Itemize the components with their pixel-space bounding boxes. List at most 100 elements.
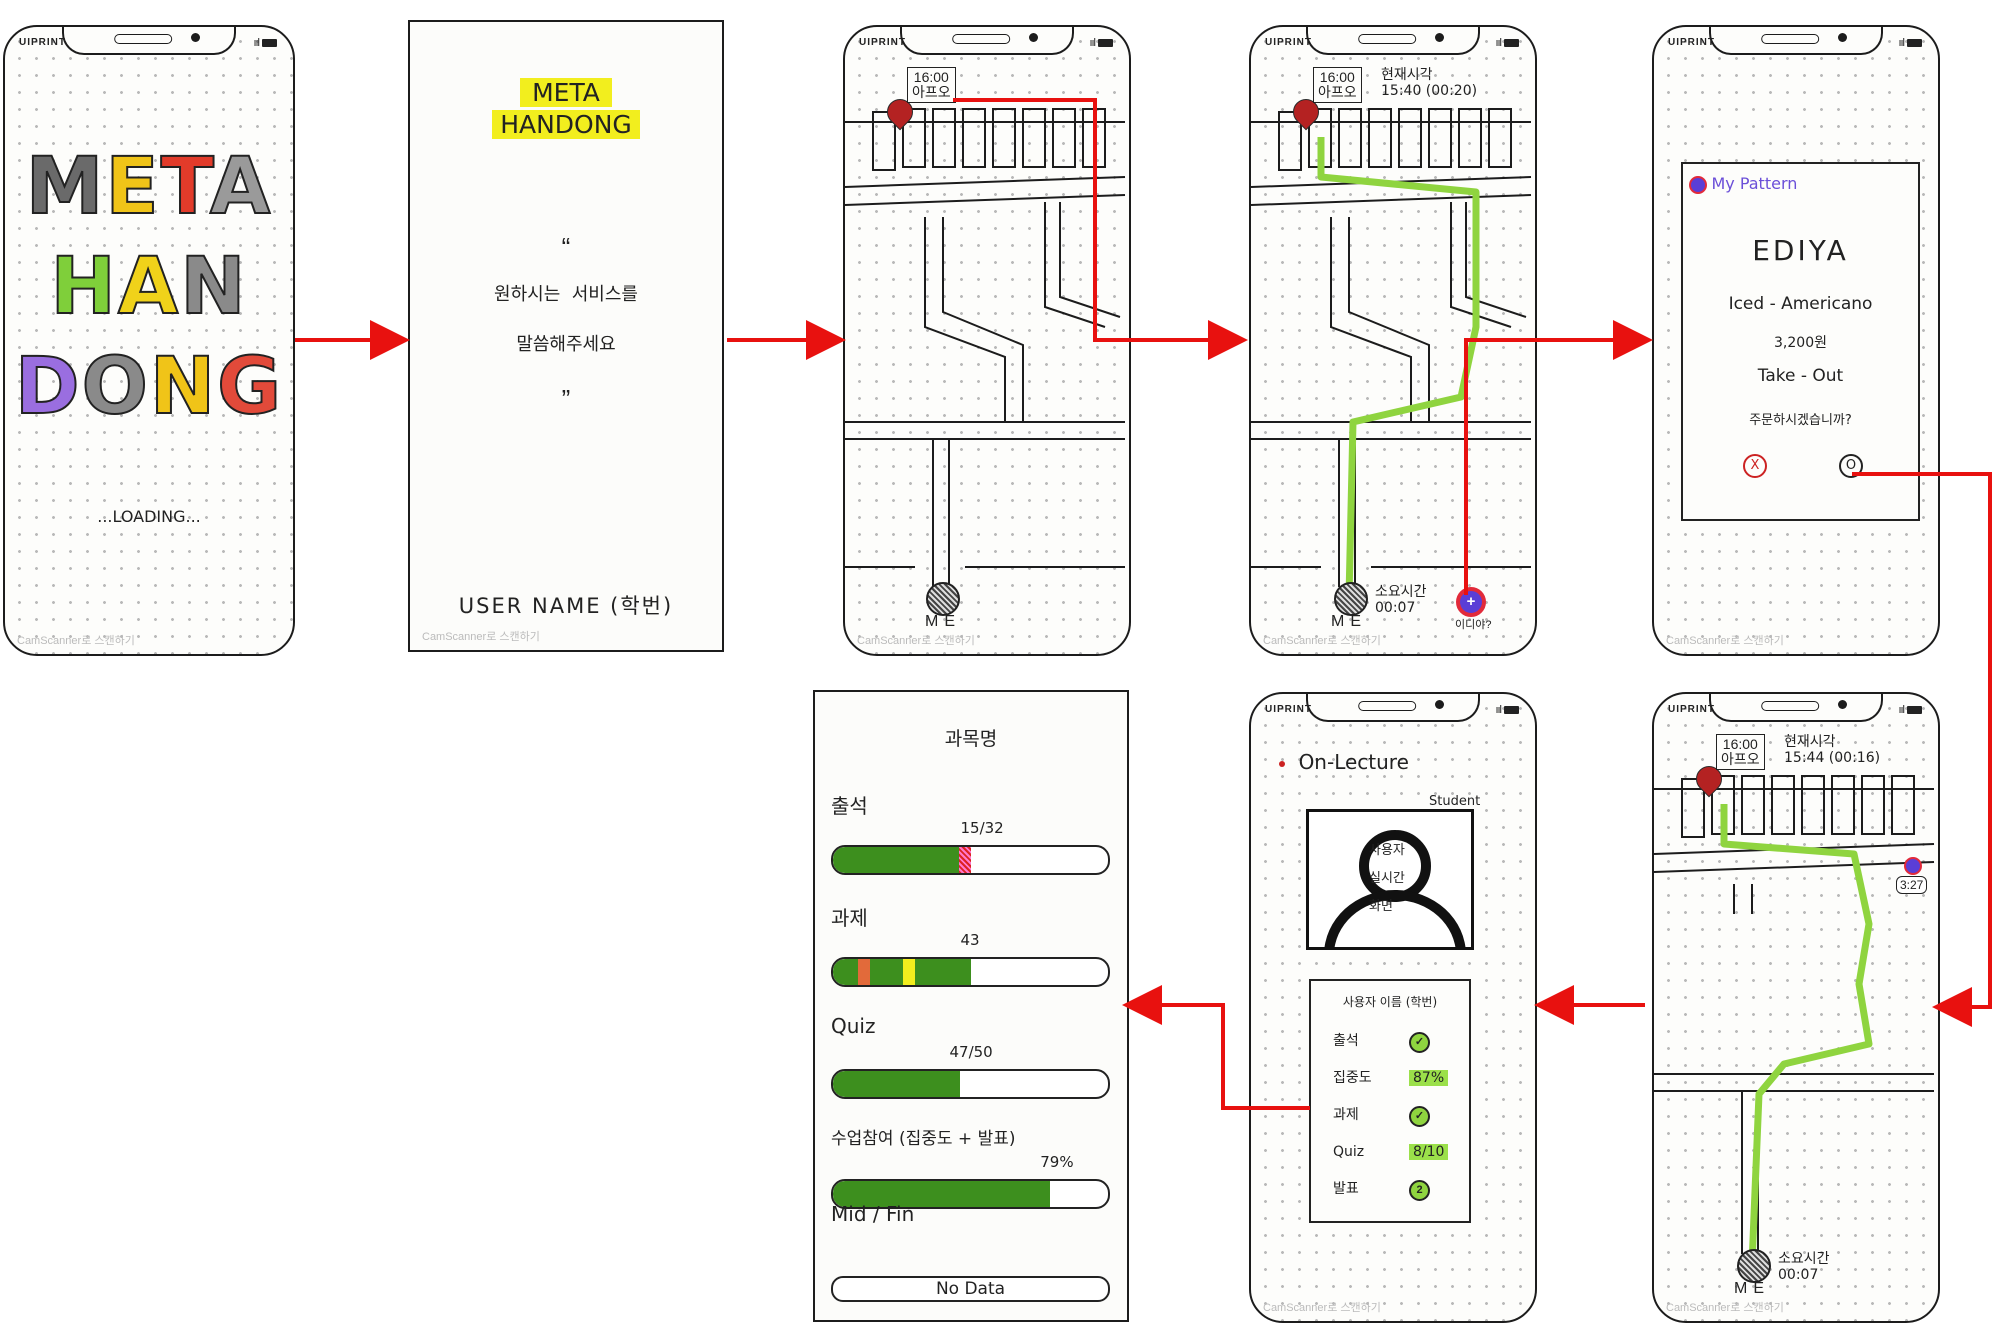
status-row-value: 2 <box>1409 1180 1430 1201</box>
logo-line-meta: META <box>5 137 293 237</box>
status-row-value: 8/10 <box>1409 1144 1449 1160</box>
app-title-line1: META <box>520 78 612 107</box>
logo-letter: H <box>50 241 118 333</box>
brand-label: UIPRINT <box>1668 37 1715 48</box>
my-location-icon <box>926 582 960 616</box>
campus-map <box>1251 108 1532 598</box>
status-row-label: Quiz <box>1333 1144 1365 1160</box>
lecture-title-text: On-Lecture <box>1298 750 1409 774</box>
scanner-watermark: CamScanner로 스캔하기 <box>422 631 540 643</box>
voice-screen: META HANDONG “ 원하시는 서비스를 말씀해주세요 ” USER N… <box>408 20 724 652</box>
battery-icon <box>262 39 277 48</box>
student-label: Student <box>1429 794 1481 809</box>
destination-time: 16:00 <box>1722 736 1758 752</box>
shop-marker-icon[interactable] <box>1904 857 1922 875</box>
user-name-field[interactable]: USER NAME (학번) <box>458 594 674 618</box>
course-title: 과목명 <box>944 728 998 750</box>
logo-letter: M <box>25 141 106 233</box>
eta-title: 소요시간 <box>1375 584 1427 600</box>
destination-name: 아프오 <box>1721 751 1760 767</box>
shop-marker-icon[interactable]: + <box>1456 587 1486 617</box>
status-row-label: 과제 <box>1333 1107 1359 1123</box>
current-time-block: 현재시각 15:40 (00:20) <box>1381 67 1477 99</box>
status-row-value: ✓ <box>1409 1032 1430 1053</box>
phone-notch <box>1306 694 1480 722</box>
pattern-header: My Pattern <box>1689 174 1797 194</box>
grade-label: 과제 <box>831 906 868 930</box>
phone-notch <box>1306 27 1480 55</box>
scanner-watermark: CamScanner로 스캔하기 <box>1263 1302 1381 1314</box>
grade-progress-fill <box>833 1071 960 1097</box>
phone-notch <box>1709 27 1883 55</box>
status-row-label: 출석 <box>1333 1033 1359 1049</box>
student-video-frame[interactable]: 사용자 실시간 화면 <box>1306 809 1474 950</box>
logo-letter: T <box>160 141 210 233</box>
voice-prompt-line2: 말씀해주세요 <box>516 334 616 355</box>
logo-letter: N <box>179 241 248 333</box>
grade-progress-bar <box>831 1179 1110 1209</box>
destination-label[interactable]: 16:00 아프오 <box>1313 67 1362 103</box>
logo-letter: G <box>216 341 284 433</box>
phone-notch <box>62 27 236 55</box>
destination-label[interactable]: 16:00 아프오 <box>1716 734 1765 770</box>
route-path <box>1720 804 1873 1265</box>
scanner-watermark: CamScanner로 스캔하기 <box>1666 1302 1784 1314</box>
destination-label[interactable]: 16:00 아프오 <box>907 67 956 103</box>
campus-map <box>845 108 1126 587</box>
eta-value: 00:07 <box>1375 600 1416 616</box>
brand-label: UIPRINT <box>1668 704 1715 715</box>
eta-value: 00:07 <box>1778 1267 1819 1283</box>
logo-letter: O <box>81 341 150 433</box>
confirm-order-button[interactable]: O <box>1839 454 1863 478</box>
status-row-label: 발표 <box>1333 1181 1359 1197</box>
grade-label: 수업참여 (집중도 + 발표) <box>831 1129 1016 1149</box>
current-time-block: 현재시각 15:44 (00:16) <box>1784 734 1880 766</box>
grade-value: 79% <box>1040 1153 1074 1171</box>
current-time-value: 15:40 (00:20) <box>1381 83 1478 99</box>
overlay-line3: 화면 <box>1369 899 1393 914</box>
campus-map <box>1654 775 1935 1265</box>
brand-label: UIPRINT <box>1265 704 1312 715</box>
logo-line-han: HAN <box>5 237 293 337</box>
live-dot-icon <box>1279 760 1285 767</box>
grade-progress-marker <box>858 959 870 985</box>
scanner-watermark: CamScanner로 스캔하기 <box>1666 635 1784 647</box>
grade-progress-marker <box>958 847 971 873</box>
route-path <box>1317 137 1480 598</box>
destination-time: 16:00 <box>913 69 949 85</box>
current-time-title: 현재시각 <box>1784 734 1836 750</box>
brand-label: UIPRINT <box>859 37 906 48</box>
map-screen: UIPRINT ııl 16:00 아프오 ME CamScanner로 스캔하… <box>843 25 1131 656</box>
battery-icon <box>1504 706 1519 715</box>
overlay-line2: 실시간 <box>1369 871 1405 886</box>
midfin-bar[interactable]: No Data <box>831 1276 1110 1302</box>
splash-screen: UIPRINT ııl META HAN DONG ...LOADING... … <box>3 25 295 656</box>
lecture-screen: UIPRINT ııl On-Lecture Student 사용자 실시간 화… <box>1249 692 1537 1323</box>
battery-icon <box>1907 39 1922 48</box>
pattern-screen: UIPRINT ııl My Pattern EDIYA Iced - Amer… <box>1652 25 1940 656</box>
voice-prompt-line1: 원하시는 서비스를 <box>494 284 638 305</box>
me-label: ME <box>1331 613 1367 630</box>
user-name-label: 사용자 이름 (학번) <box>1342 995 1438 1009</box>
no-data-text: No Data <box>935 1279 1006 1299</box>
shop-marker-label: 이디야? <box>1455 619 1492 631</box>
app-title: META HANDONG <box>410 77 722 141</box>
loading-text: ...LOADING... <box>97 507 201 526</box>
logo-letter: A <box>209 141 273 233</box>
cancel-order-button[interactable]: X <box>1743 454 1767 478</box>
order-question: 주문하시겠습니까? <box>1749 413 1852 428</box>
scanner-watermark: CamScanner로 스캔하기 <box>857 635 975 647</box>
video-overlay-text: 사용자 실시간 화면 <box>1369 837 1405 921</box>
battery-icon <box>1504 39 1519 48</box>
status-bar-icons: ııl <box>1898 37 1922 49</box>
status-row-label: 집중도 <box>1333 1070 1372 1086</box>
logo-letter: D <box>14 341 82 433</box>
current-time-value: 15:44 (00:16) <box>1784 750 1881 766</box>
grade-value: 43 <box>960 931 980 949</box>
route-screen: UIPRINT ııl 16:00 아프오 현재시각 15:40 (00:20)… <box>1249 25 1537 656</box>
pattern-icon <box>1689 175 1707 194</box>
grade-progress-marker <box>903 959 915 985</box>
current-time-title: 현재시각 <box>1381 67 1433 83</box>
